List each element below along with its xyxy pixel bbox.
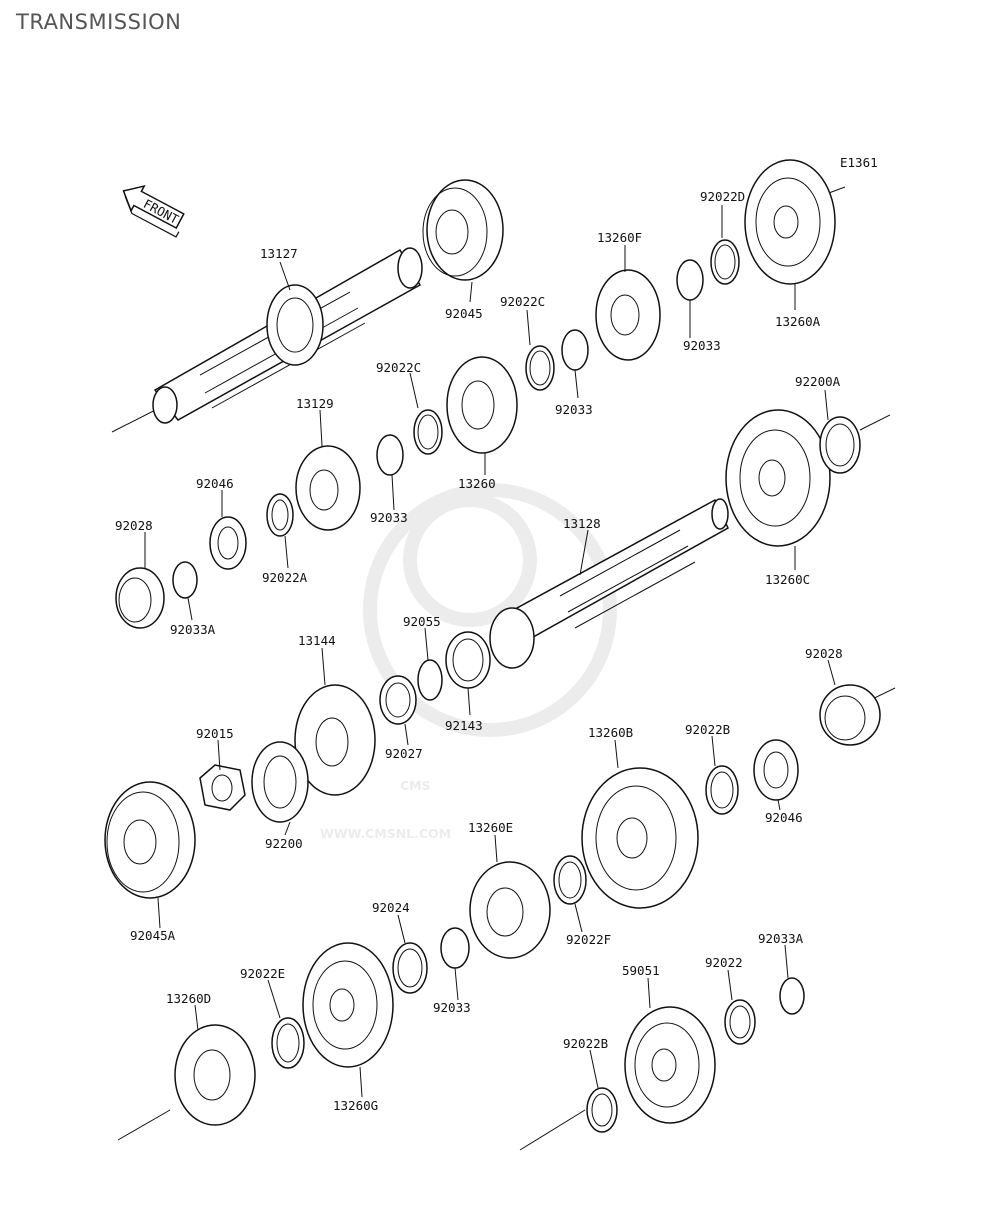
part-label: 92022F <box>566 932 611 947</box>
part-label: 13260G <box>333 1098 378 1113</box>
circlip-92033-a <box>676 259 704 301</box>
gear-13127 <box>266 284 324 366</box>
part-label: 13260 <box>458 476 496 491</box>
bearing-92045 <box>422 179 504 281</box>
part-label: 13127 <box>260 246 298 261</box>
part-label: 59051 <box>622 963 660 978</box>
circlip-92033A-a <box>172 561 198 599</box>
part-label: 92033 <box>683 338 721 353</box>
circlip-92033-c <box>376 434 404 476</box>
circlip-92033A-b <box>779 977 805 1015</box>
gear-13129 <box>295 445 361 531</box>
part-label: 92024 <box>372 900 410 915</box>
part-label: 92028 <box>805 646 843 661</box>
part-label: 92033A <box>758 931 804 946</box>
part-label: 92015 <box>196 726 234 741</box>
part-label: 92143 <box>445 718 483 733</box>
part-label: 92055 <box>403 614 441 629</box>
washer-92022 <box>724 999 756 1045</box>
part-label: 13144 <box>298 633 336 648</box>
part-label: 92022D <box>700 189 745 204</box>
watermark-url: WWW.CMSNL.COM <box>320 826 451 841</box>
needle-bearing-92046-b <box>753 739 799 801</box>
part-label: 13128 <box>563 516 601 531</box>
collar-92143 <box>445 631 491 689</box>
part-label: 13260A <box>775 314 821 329</box>
circlip-92033-d <box>440 927 470 969</box>
part-label: 13260D <box>166 991 211 1006</box>
front-arrow-icon: FRONT <box>122 184 185 238</box>
sprocket-13144 <box>294 684 376 796</box>
part-label: 92033 <box>370 510 408 525</box>
gear-13260 <box>446 356 518 454</box>
bearing-92045A <box>104 781 196 899</box>
axis-lines <box>111 186 896 1151</box>
part-label: 92022E <box>240 966 285 981</box>
bushing-92028-a <box>115 567 165 629</box>
watermark: CMS WWW.CMSNL.COM <box>320 483 617 841</box>
washer-92022E <box>271 1017 305 1069</box>
part-labels: 13127 92045 92022C 13260F 92022D E1361 1… <box>115 155 878 1113</box>
part-label: 92046 <box>765 810 803 825</box>
part-label: 92022C <box>500 294 545 309</box>
collar-92027 <box>379 675 417 725</box>
washer-92022F <box>553 855 587 905</box>
part-label: 92200A <box>795 374 841 389</box>
part-label: 92027 <box>385 746 423 761</box>
gear-13260G <box>302 942 394 1068</box>
bushing-92028-b <box>819 684 881 746</box>
nut-92015 <box>199 764 246 811</box>
part-label: 92022B <box>563 1036 608 1051</box>
washer-92022B-b <box>586 1087 618 1133</box>
part-label: 92200 <box>265 836 303 851</box>
part-label: 92022C <box>376 360 421 375</box>
part-label: 92022 <box>705 955 743 970</box>
leader-lines <box>144 205 836 1098</box>
part-label: 92046 <box>196 476 234 491</box>
washer-92022C-b <box>413 409 443 455</box>
counter-shaft-13128 <box>489 498 729 669</box>
gear-13260D <box>174 1024 256 1126</box>
gear-13260F <box>595 269 661 361</box>
washer-92022A <box>266 493 294 537</box>
washer-92022B-a <box>705 765 739 815</box>
gear-13260C <box>725 409 831 547</box>
part-label: 13260C <box>765 572 810 587</box>
watermark-logo: CMS <box>400 778 431 793</box>
diagram-code: E1361 <box>840 155 878 170</box>
oring-92055 <box>417 659 443 701</box>
part-label: 92033 <box>433 1000 471 1015</box>
part-label: 92028 <box>115 518 153 533</box>
part-label: 13260B <box>588 725 633 740</box>
part-label: 92022B <box>685 722 730 737</box>
washer-92022C-a <box>525 345 555 391</box>
circlip-92033-b <box>561 329 589 371</box>
page-title: TRANSMISSION <box>16 10 182 34</box>
gear-59051 <box>624 1006 716 1124</box>
gear-13260E <box>469 861 551 959</box>
washer-92024 <box>392 942 428 994</box>
gear-13260A <box>744 159 836 285</box>
part-label: 92033 <box>555 402 593 417</box>
part-label: 92045 <box>445 306 483 321</box>
washer-92200 <box>251 741 309 823</box>
gear-13260B <box>581 767 699 909</box>
needle-bearing-92046-a <box>209 516 247 570</box>
washer-92022D <box>710 239 740 285</box>
part-label: 13260F <box>597 230 642 245</box>
front-label: FRONT <box>141 196 182 227</box>
part-label: 13129 <box>296 396 334 411</box>
washer-92200A <box>819 416 861 474</box>
part-label: 92022A <box>262 570 308 585</box>
part-label: 92045A <box>130 928 176 943</box>
part-label: 13260E <box>468 820 513 835</box>
part-label: 92033A <box>170 622 216 637</box>
